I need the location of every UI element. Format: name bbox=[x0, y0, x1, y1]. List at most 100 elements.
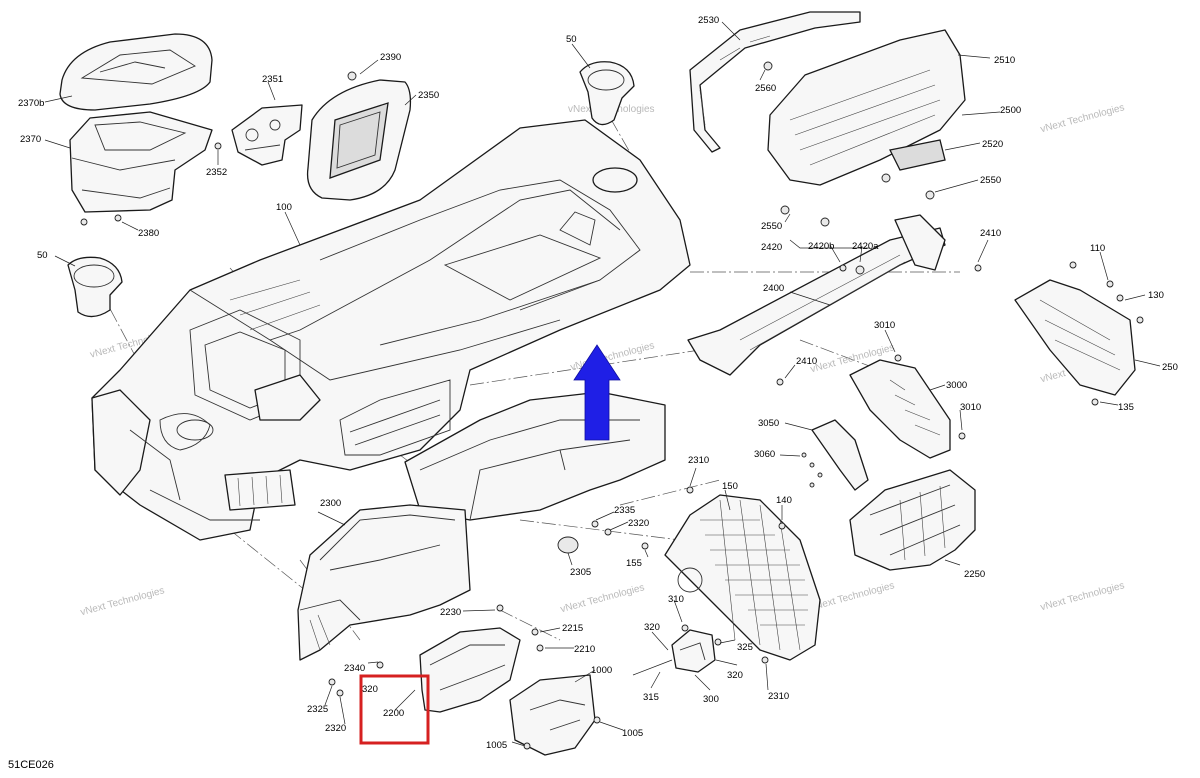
screw-icon bbox=[958, 432, 966, 440]
screw-icon bbox=[593, 716, 601, 724]
callout-labels: 2370b 2370 2352 2380 2351 2390 2350 50 5… bbox=[18, 15, 1178, 751]
callout-label: 1005 bbox=[622, 728, 643, 739]
screw-icon bbox=[641, 542, 649, 550]
screw-icon bbox=[778, 522, 786, 530]
callout-label: 135 bbox=[1118, 402, 1134, 413]
part-2300-left-bin bbox=[297, 504, 471, 661]
part-100-dashboard bbox=[91, 119, 691, 541]
screw-icon bbox=[780, 205, 790, 215]
part-2350-display bbox=[306, 79, 412, 201]
screw-icon bbox=[809, 462, 815, 468]
screw-icon bbox=[536, 644, 544, 652]
screw-icon bbox=[1091, 398, 1099, 406]
screw-icon bbox=[114, 214, 122, 222]
screw-icon bbox=[925, 190, 935, 200]
screw-icon bbox=[531, 628, 539, 636]
callout-label: 2350 bbox=[418, 90, 439, 101]
screw-icon bbox=[591, 520, 599, 528]
watermark-text: vNext Technologies bbox=[559, 582, 645, 615]
part-3000-panel bbox=[849, 359, 951, 459]
screw-icon bbox=[1116, 294, 1124, 302]
callout-label: 150 bbox=[722, 481, 738, 492]
screw-icon bbox=[604, 528, 612, 536]
part-1000-cover bbox=[509, 674, 596, 756]
fasteners bbox=[80, 61, 1144, 750]
screw-icon bbox=[809, 482, 815, 488]
callout-label: 2420b bbox=[808, 241, 834, 252]
screw-icon bbox=[817, 472, 823, 478]
screw-icon bbox=[328, 678, 336, 686]
screw-icon bbox=[681, 624, 689, 632]
screw-icon bbox=[974, 264, 982, 272]
part-2370-storage-bin bbox=[69, 111, 213, 213]
leader-lines bbox=[44, 21, 1161, 747]
part-2250-right-panel bbox=[849, 469, 976, 571]
screw-icon bbox=[376, 661, 384, 669]
callout-label: 3010 bbox=[960, 402, 981, 413]
callout-label: 3010 bbox=[874, 320, 895, 331]
screw-icon bbox=[496, 604, 504, 612]
callout-label: 3000 bbox=[946, 380, 967, 391]
callout-label: 140 bbox=[776, 495, 792, 506]
watermark-text: vNext Technologies bbox=[1039, 102, 1125, 135]
part-2400-crossbar bbox=[687, 214, 946, 376]
callout-label: 2420a bbox=[852, 241, 879, 252]
callout-label: 2215 bbox=[562, 623, 583, 634]
callout-label: 2380 bbox=[138, 228, 159, 239]
screw-icon bbox=[347, 71, 357, 81]
callout-label: 50 bbox=[37, 250, 48, 261]
callout-label: 2340 bbox=[344, 663, 365, 674]
callout-label: 2351 bbox=[262, 74, 283, 85]
callout-label: 2510 bbox=[994, 55, 1015, 66]
callout-label: 2320 bbox=[325, 723, 346, 734]
screw-icon bbox=[714, 638, 722, 646]
callout-label: 2230 bbox=[440, 607, 461, 618]
callout-label: 2370 bbox=[20, 134, 41, 145]
callout-label: 320 bbox=[727, 670, 743, 681]
callout-label: 315 bbox=[643, 692, 659, 703]
callout-label: 2310 bbox=[768, 691, 789, 702]
callout-label: 2410 bbox=[980, 228, 1001, 239]
callout-label: 2335 bbox=[614, 505, 635, 516]
screw-icon bbox=[820, 217, 830, 227]
callout-label: 2325 bbox=[307, 704, 328, 715]
screw-icon bbox=[761, 656, 769, 664]
part-2530-grab-handle bbox=[689, 11, 861, 153]
part-2305-cap bbox=[557, 536, 579, 554]
callout-label: 50 bbox=[566, 34, 577, 45]
callout-label: 250 bbox=[1162, 362, 1178, 373]
callout-label: 110 bbox=[1090, 243, 1105, 254]
screw-icon bbox=[80, 218, 88, 226]
callout-label: 3060 bbox=[754, 449, 775, 460]
callout-label: 2390 bbox=[380, 52, 401, 63]
callout-label: 130 bbox=[1148, 290, 1164, 301]
part-300-switch bbox=[632, 629, 716, 676]
part-2370b-lid bbox=[59, 33, 213, 111]
callout-label: 2550 bbox=[980, 175, 1001, 186]
watermark-text: vNext Technologies bbox=[809, 580, 895, 613]
screw-icon bbox=[894, 354, 902, 362]
screw-icon bbox=[801, 452, 807, 458]
callout-label: 320 bbox=[362, 684, 378, 695]
watermark-text: vNext Technologies bbox=[1039, 580, 1125, 613]
callout-label: 310 bbox=[668, 594, 684, 605]
screw-icon bbox=[839, 264, 847, 272]
arrow-shape bbox=[573, 344, 621, 441]
callout-label: 2420 bbox=[761, 242, 782, 253]
screw-icon bbox=[776, 378, 784, 386]
callout-label: 300 bbox=[703, 694, 719, 705]
callout-label: 2410 bbox=[796, 356, 817, 367]
watermark-text: vNext Technologies bbox=[79, 585, 165, 618]
callout-label: 100 bbox=[276, 202, 292, 213]
screw-icon bbox=[763, 61, 773, 71]
screw-icon bbox=[1069, 261, 1077, 269]
callout-label: 2560 bbox=[755, 83, 776, 94]
part-250-bracket bbox=[1014, 279, 1136, 396]
screw-icon bbox=[214, 142, 222, 150]
callout-label: 2530 bbox=[698, 15, 719, 26]
part-2200-lower-panel bbox=[419, 627, 521, 713]
callout-label: 2550 bbox=[761, 221, 782, 232]
callout-label: 2370b bbox=[18, 98, 44, 109]
insertion-arrow-icon bbox=[573, 344, 621, 441]
drawing-code: 51CE026 bbox=[8, 759, 54, 771]
